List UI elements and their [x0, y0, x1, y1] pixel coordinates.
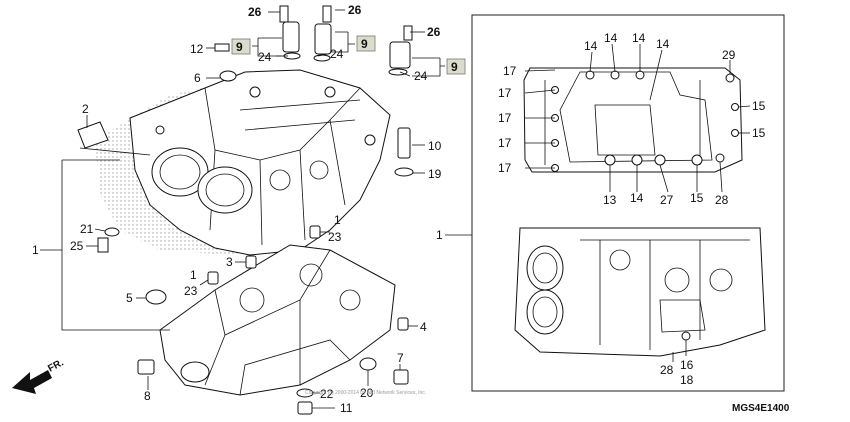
callout-label: 21 — [80, 222, 94, 236]
upper-crankcase-illustration — [95, 69, 391, 256]
crankcase-bottom-view — [523, 67, 743, 173]
callout-label: 5 — [126, 291, 133, 305]
callout-label: 14 — [630, 191, 644, 205]
callout-label: 24 — [258, 50, 272, 64]
callout-label: 23 — [328, 230, 342, 244]
callout-label: 24 — [330, 47, 344, 61]
callout-label: 9 — [236, 40, 243, 54]
leader-lines — [40, 9, 751, 409]
diagram-code: MGS4E1400 — [732, 403, 790, 414]
sensors-and-small-parts — [77, 5, 414, 415]
callout-label: 22 — [320, 387, 334, 401]
callout-label: 3 — [226, 255, 233, 269]
callout-label: 4 — [420, 320, 427, 334]
callout-label: 27 — [660, 193, 674, 207]
callout-label: 9 — [451, 60, 458, 74]
callout-label: 17 — [498, 111, 512, 125]
callout-label: 16 — [680, 358, 694, 372]
callout-label: 14 — [604, 31, 618, 45]
callout-label: 1 — [436, 228, 443, 242]
callout-label: 26 — [427, 25, 441, 39]
detail-view-frame — [471, 14, 785, 392]
callout-label: 1 — [334, 213, 341, 227]
callout-label: 15 — [752, 126, 766, 140]
callout-label: 26 — [248, 5, 262, 19]
callout-label: 8 — [144, 389, 151, 403]
crankcase-side-view — [514, 227, 766, 357]
lower-crankcase-illustration — [159, 244, 396, 396]
callout-label: 28 — [660, 363, 674, 377]
callout-box-9 — [446, 58, 466, 75]
callout-label: 1 — [32, 243, 39, 257]
callout-label: 19 — [428, 167, 442, 181]
callout-label: 6 — [194, 71, 201, 85]
callout-label: 2 — [82, 102, 89, 116]
callout-label: 7 — [397, 351, 404, 365]
callout-label: 18 — [680, 373, 694, 387]
callout-label: 1 — [190, 268, 197, 282]
callout-label: 12 — [190, 42, 204, 56]
callout-label: 13 — [603, 193, 617, 207]
callout-labels: 26 26 26 9 9 9 24 24 24 12 6 2 10 19 21 … — [32, 3, 766, 415]
direction-label: FR. — [46, 357, 66, 374]
callout-box-9 — [356, 35, 376, 52]
callout-label: 17 — [498, 136, 512, 150]
callout-label: 14 — [656, 37, 670, 51]
callout-label: 17 — [503, 64, 517, 78]
callout-box-9 — [231, 38, 251, 55]
callout-label: 17 — [498, 86, 512, 100]
callout-label: 14 — [632, 31, 646, 45]
callout-label: 24 — [414, 69, 428, 83]
callout-label: 20 — [360, 386, 374, 400]
callout-label: 17 — [498, 161, 512, 175]
callout-label: 15 — [690, 191, 704, 205]
copyright-watermark: Copyright (c) 2000-2014 by ARI Network S… — [305, 390, 426, 396]
callout-label: 15 — [752, 99, 766, 113]
callout-label: 11 — [340, 401, 353, 415]
callout-label: 29 — [722, 48, 736, 62]
callout-label: 26 — [348, 3, 362, 17]
callout-label: 23 — [184, 284, 198, 298]
callout-label: 10 — [428, 139, 442, 153]
callout-label: 9 — [361, 37, 368, 51]
callout-label: 25 — [70, 239, 84, 253]
callout-label: 28 — [715, 193, 729, 207]
callout-label: 14 — [584, 39, 598, 53]
front-direction-arrow: FR. — [12, 357, 66, 394]
